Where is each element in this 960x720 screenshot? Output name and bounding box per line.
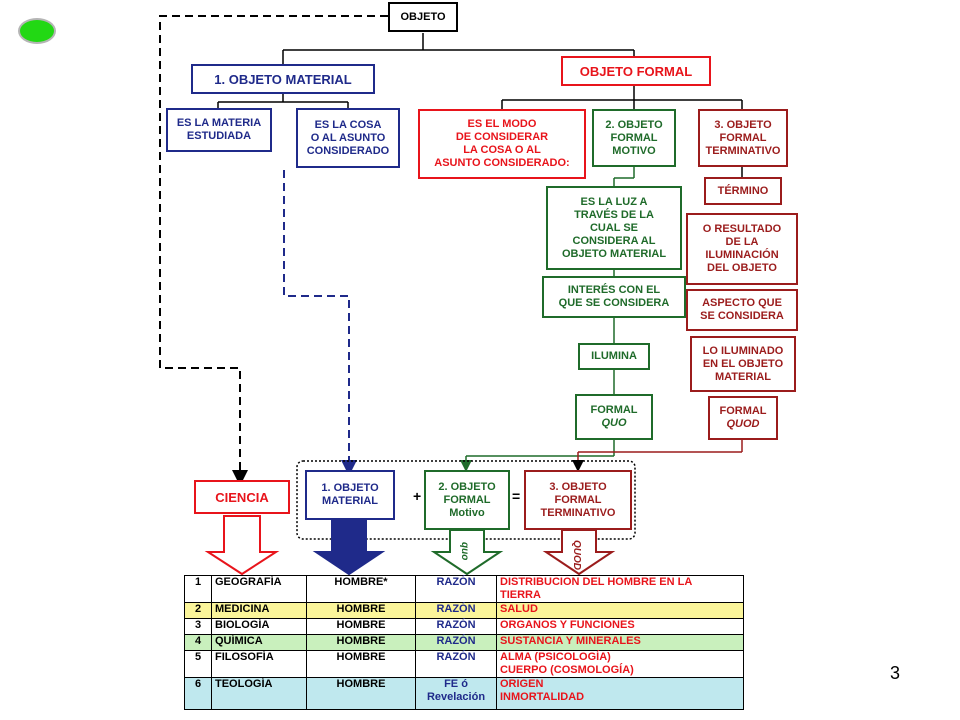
cell-science: QUÍMICA	[211, 634, 307, 651]
formal-quo-term: QUO	[601, 417, 627, 429]
objeto-material-box: 1. OBJETO MATERIAL	[191, 64, 375, 94]
cell-object: HOMBRE	[306, 602, 416, 619]
termino-box: TÉRMINO	[704, 177, 782, 205]
formal-motivo-box: 2. OBJETO FORMAL MOTIVO	[592, 109, 676, 167]
cell-result: ORIGEN INMORTALIDAD	[496, 677, 744, 710]
ilumina-box: ILUMINA	[578, 343, 650, 370]
formal-quo-label: FORMAL	[590, 404, 638, 416]
formal-quod-term: QUOD	[726, 418, 760, 430]
quod-arrow-label: QUOD	[571, 540, 582, 570]
equals-sign: =	[512, 488, 521, 504]
cell-reason: FE ó Revelación	[415, 677, 497, 710]
plus-sign: +	[413, 488, 422, 504]
cell-num: 2	[184, 602, 212, 619]
cell-result: SALUD	[496, 602, 744, 619]
cell-science: TEOLOGÍA	[211, 677, 307, 710]
cell-reason: RAZÓN	[415, 650, 497, 678]
cell-object: HOMBRE	[306, 618, 416, 635]
cosa-considerada-box: ES LA COSA O AL ASUNTO CONSIDERADO	[296, 108, 400, 168]
cell-reason: RAZÓN	[415, 602, 497, 619]
cell-result: ORGANOS Y FUNCIONES	[496, 618, 744, 635]
cell-reason: RAZÓN	[415, 575, 497, 603]
objeto-formal-box: OBJETO FORMAL	[561, 56, 711, 86]
formal-quo-box: FORMAL QUO	[575, 394, 653, 440]
cell-result: ALMA (PSICOLOGÍA) CUERPO (COSMOLOGÍA)	[496, 650, 744, 678]
formal-quod-label: FORMAL	[719, 405, 767, 417]
resultado-box: O RESULTADO DE LA ILUMINACIÓN DEL OBJETO	[686, 213, 798, 285]
page-number: 3	[890, 663, 901, 683]
luz-box: ES LA LUZ A TRAVÉS DE LA CUAL SE CONSIDE…	[546, 186, 682, 270]
cell-science: GEOGRAFÍA	[211, 575, 307, 603]
cell-object: HOMBRE	[306, 634, 416, 651]
objeto-box: OBJETO	[388, 2, 458, 32]
cell-reason: RAZÓN	[415, 618, 497, 635]
ciencia-box: CIENCIA	[194, 480, 290, 514]
cell-result: DISTRIBUCION DEL HOMBRE EN LA TIERRA	[496, 575, 744, 603]
eq-formal-terminativo-box: 3. OBJETO FORMAL TERMINATIVO	[524, 470, 632, 530]
cell-num: 3	[184, 618, 212, 635]
cell-reason: RAZÓN	[415, 634, 497, 651]
cell-num: 1	[184, 575, 212, 603]
formal-quod-box: FORMAL QUOD	[708, 396, 778, 440]
modo-considerar-box: ES EL MODO DE CONSIDERAR LA COSA O AL AS…	[418, 109, 586, 179]
cell-object: HOMBRE*	[306, 575, 416, 603]
quo-arrow-label: quo	[459, 542, 470, 560]
cell-result: SUSTANCIA Y MINERALES	[496, 634, 744, 651]
iluminado-box: LO ILUMINADO EN EL OBJETO MATERIAL	[690, 336, 796, 392]
formal-terminativo-box: 3. OBJETO FORMAL TERMINATIVO	[698, 109, 788, 167]
cell-science: MEDICINA	[211, 602, 307, 619]
eq-formal-motivo-box: 2. OBJETO FORMAL Motivo	[424, 470, 510, 530]
cell-science: BIOLOGÍA	[211, 618, 307, 635]
cell-num: 6	[184, 677, 212, 710]
cell-object: HOMBRE	[306, 677, 416, 710]
cell-num: 4	[184, 634, 212, 651]
materia-estudiada-box: ES LA MATERIA ESTUDIADA	[166, 108, 272, 152]
cell-science: FILOSOFÍA	[211, 650, 307, 678]
status-dot	[18, 18, 56, 44]
aspecto-box: ASPECTO QUE SE CONSIDERA	[686, 289, 798, 331]
eq-objeto-material-box: 1. OBJETO MATERIAL	[305, 470, 395, 520]
cell-object: HOMBRE	[306, 650, 416, 678]
cell-num: 5	[184, 650, 212, 678]
interes-box: INTERÉS CON EL QUE SE CONSIDERA	[542, 276, 686, 318]
